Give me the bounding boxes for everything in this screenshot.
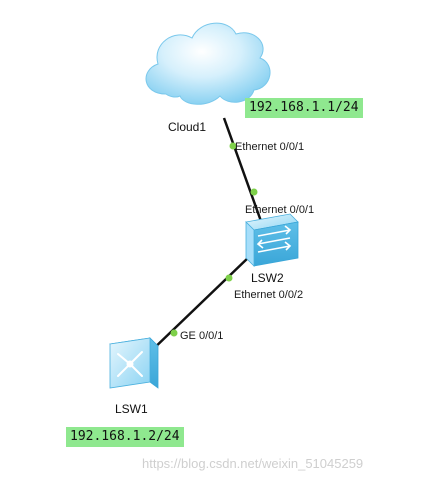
lsw1-port-label: GE 0/0/1 [180,330,224,342]
lsw1-name-label: LSW1 [115,402,148,416]
lsw2-port-up-label: Ethernet 0/0/1 [245,204,315,216]
port-dot-lsw2-down [225,274,233,282]
watermark-text: https://blog.csdn.net/weixin_51045259 [142,456,364,471]
cloud-icon[interactable] [145,22,271,105]
link-cloud-lsw2[interactable] [222,117,264,225]
lsw2-port-down-label: Ethernet 0/0/2 [234,289,304,301]
cloud-port-label: Ethernet 0/0/1 [235,141,305,153]
cloud-name-label: Cloud1 [168,120,207,134]
switch-icon[interactable] [245,213,299,267]
lsw2-name-label: LSW2 [251,271,284,285]
port-dot-lsw1 [170,329,178,337]
link-lsw2-lsw1[interactable] [147,255,251,355]
cloud-ip-label: 192.168.1.1/24 [245,98,363,118]
port-dot-cloud [229,142,237,150]
lsw1-ip-label: 192.168.1.2/24 [66,427,184,447]
port-dot-lsw2-up [250,188,258,196]
l3-switch-icon[interactable] [109,337,159,389]
